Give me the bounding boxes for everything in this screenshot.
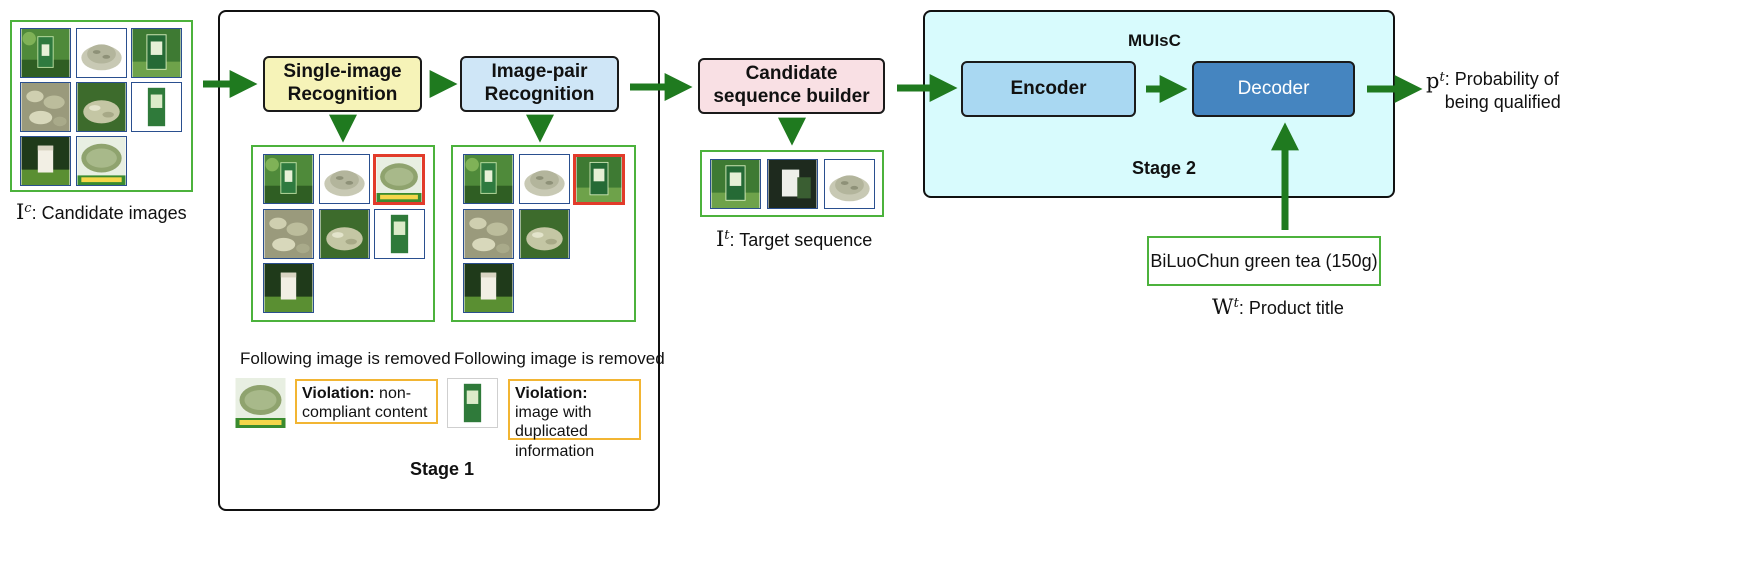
pair-result-image-6 — [463, 263, 514, 313]
decoder-box: Decoder — [1192, 61, 1355, 117]
candidate-image-2 — [76, 28, 127, 78]
single-result-image-removed — [373, 154, 425, 205]
stage2-title: Stage 2 — [1132, 158, 1197, 178]
candidate-image-7 — [20, 136, 71, 186]
single-image-recognition-box: Single-image Recognition — [263, 56, 422, 112]
output-label: pt: Probability of being qualified — [1426, 69, 1561, 112]
pair-result-image-4 — [463, 209, 514, 259]
encoder-box: Encoder — [961, 61, 1136, 117]
candidate-image-3 — [131, 28, 182, 78]
single-result-image-4 — [263, 209, 314, 259]
product-title-box: BiLuoChun green tea (150g) — [1147, 236, 1381, 286]
single-result-image-7 — [263, 263, 314, 313]
model-name: MUIsC — [1128, 31, 1181, 50]
candidate-images-label: Ic: Candidate images — [16, 200, 187, 224]
pair-result-image-5 — [519, 209, 570, 259]
target-image-1 — [710, 159, 761, 209]
candidate-image-8 — [76, 136, 127, 186]
removed-caption-right: Following image is removed — [454, 349, 665, 368]
target-sequence-frame — [700, 150, 884, 217]
pair-result-image-removed — [573, 154, 625, 205]
violation-box-left: Violation: non-compliant content — [295, 379, 438, 424]
single-image-result-frame — [251, 145, 435, 322]
pair-result-image-1 — [463, 154, 514, 204]
target-image-2 — [767, 159, 818, 209]
candidate-image-5 — [76, 82, 127, 132]
target-image-3 — [824, 159, 875, 209]
pair-result-image-2 — [519, 154, 570, 204]
candidate-image-1 — [20, 28, 71, 78]
removed-caption-left: Following image is removed — [240, 349, 451, 368]
stage1-title: Stage 1 — [410, 459, 475, 479]
violation-box-right: Violation: image with duplicated informa… — [508, 379, 641, 460]
single-result-image-6 — [374, 209, 425, 259]
image-pair-recognition-box: Image-pair Recognition — [460, 56, 619, 112]
removed-image-right — [447, 378, 498, 428]
single-result-image-1 — [263, 154, 314, 204]
candidate-images-frame — [10, 20, 193, 192]
candidate-image-6 — [131, 82, 182, 132]
image-pair-result-frame — [451, 145, 636, 322]
target-sequence-label: It: Target sequence — [716, 227, 873, 251]
candidate-sequence-builder-box: Candidate sequence builder — [698, 58, 885, 114]
candidate-image-4 — [20, 82, 71, 132]
product-title-label: Wt: Product title — [1212, 295, 1344, 319]
single-result-image-2 — [319, 154, 370, 204]
single-result-image-5 — [319, 209, 370, 259]
